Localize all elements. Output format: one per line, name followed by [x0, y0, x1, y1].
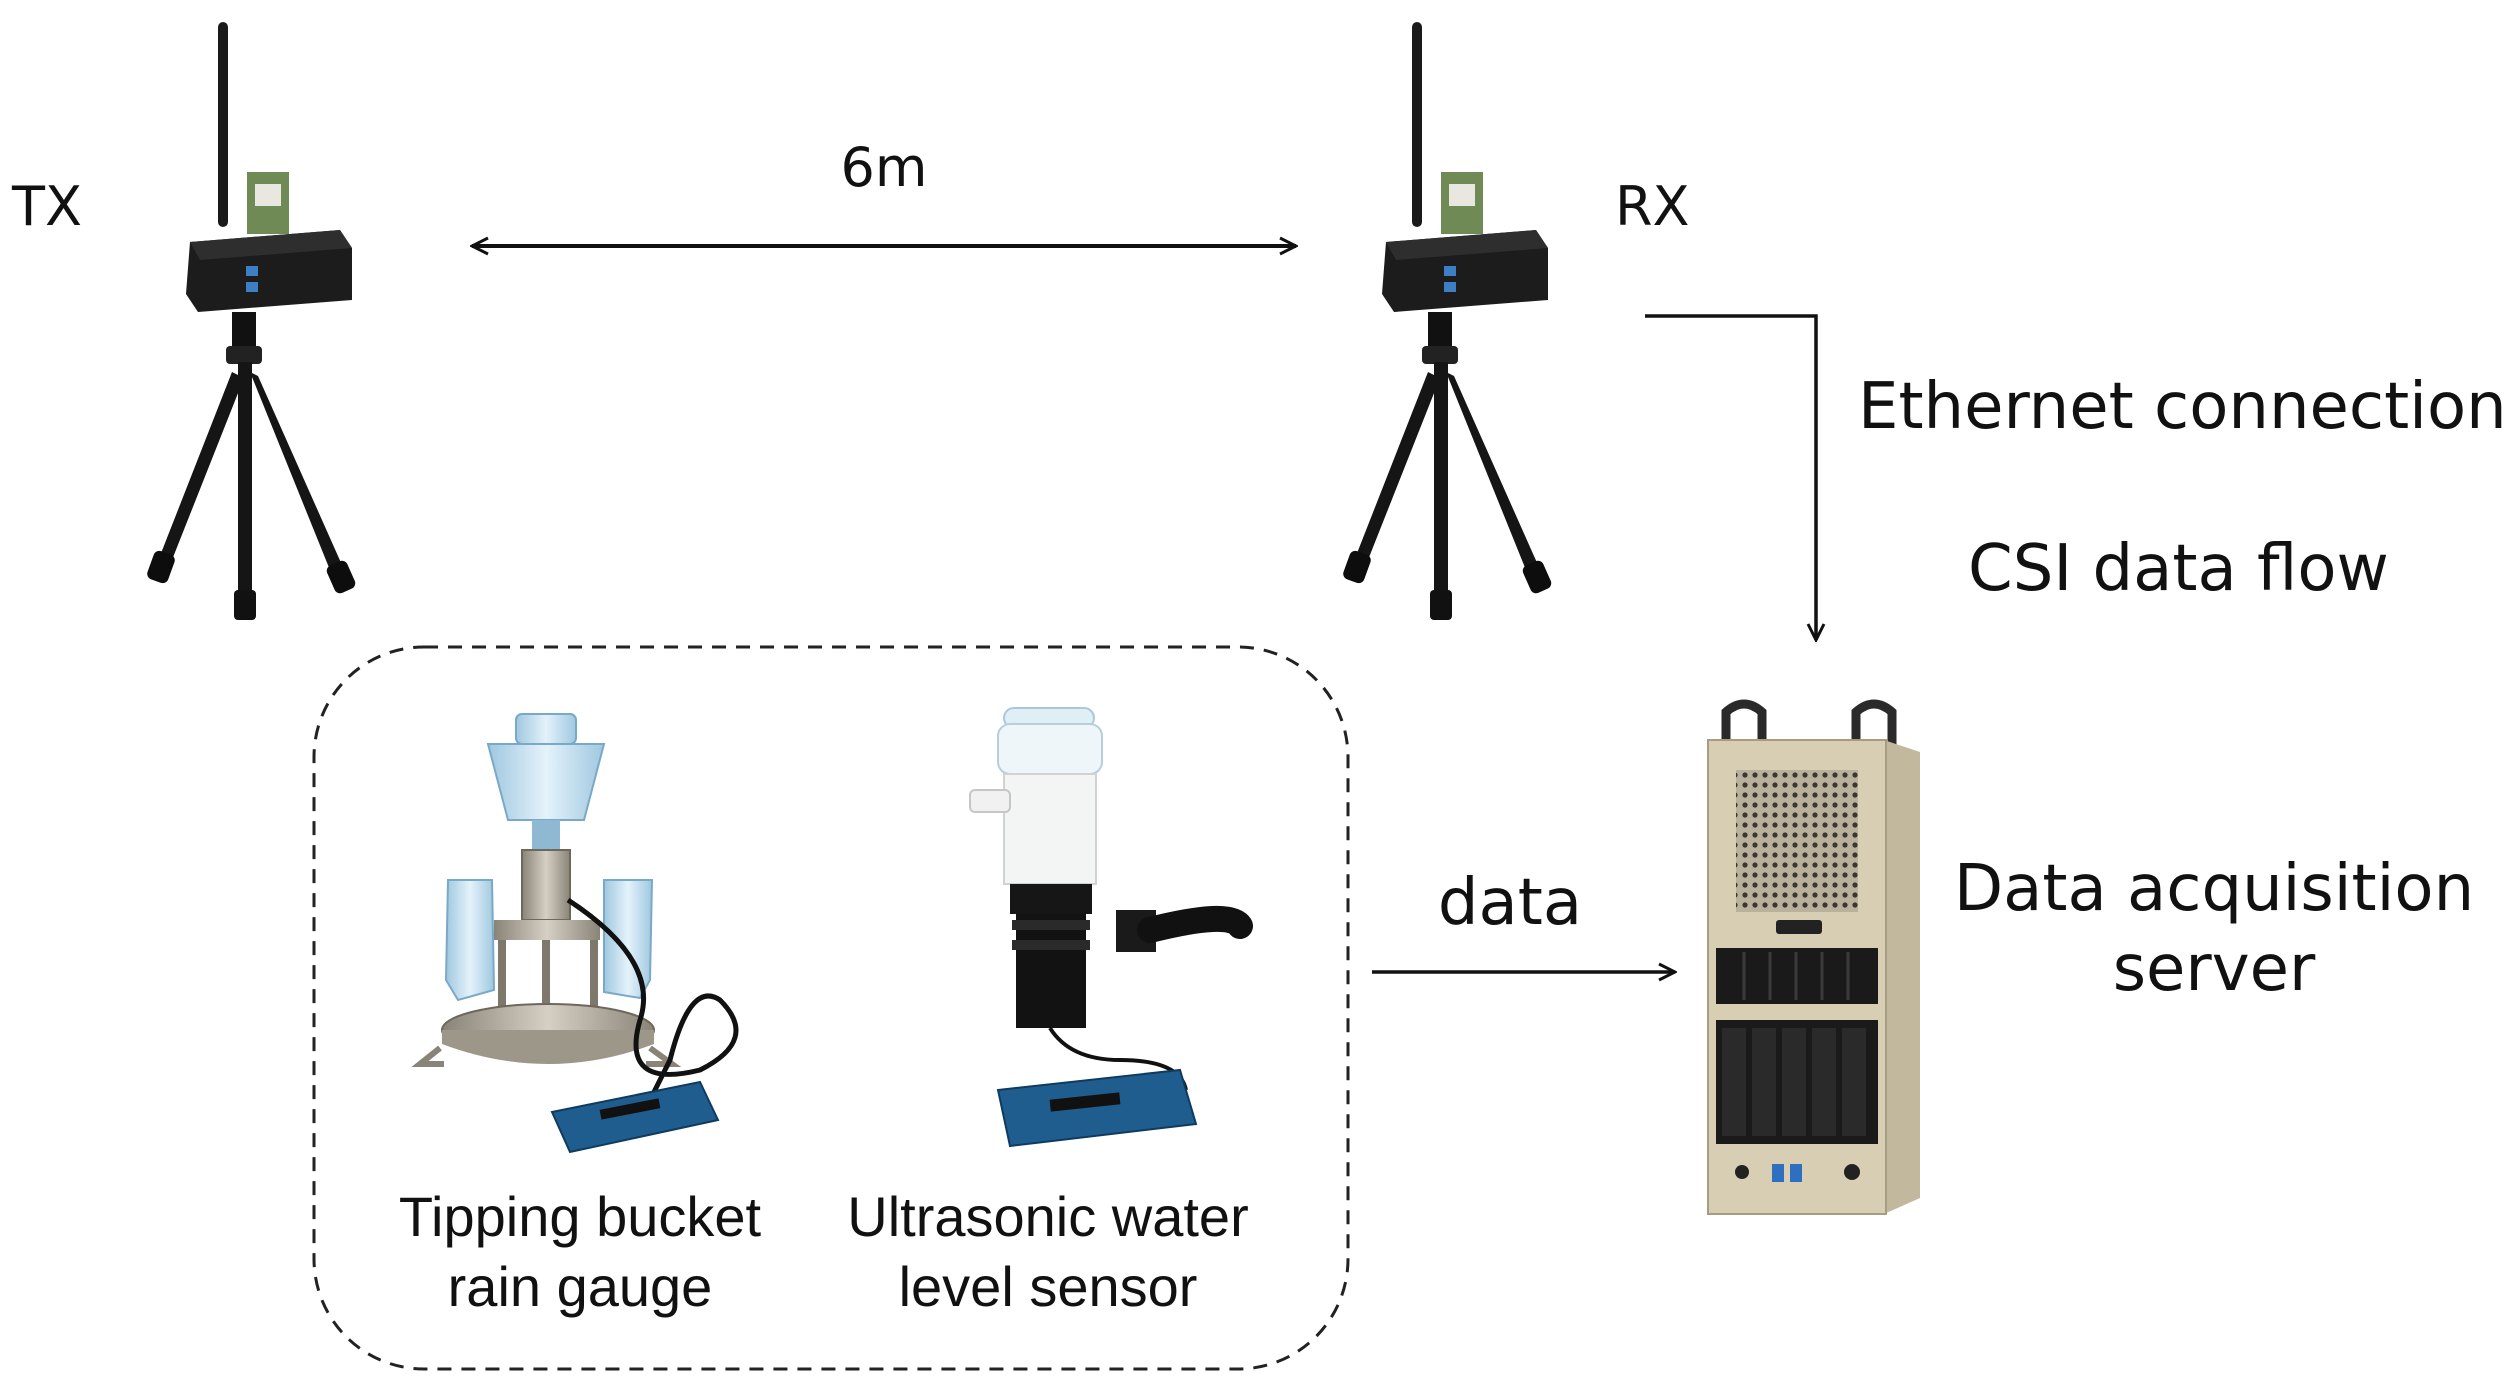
water-sensor-label-line2: level sensor [899, 1255, 1198, 1318]
rain-gauge-label-line2: rain gauge [448, 1255, 713, 1318]
distance-label: 6m [841, 136, 928, 199]
rx-label: RX [1615, 175, 1690, 238]
ethernet-arrow [1645, 314, 1816, 640]
csi-flow-label: CSI data flow [1968, 532, 2389, 606]
water-sensor-label-line1: Ultrasonic water [847, 1185, 1248, 1248]
tripod-leg-left [1352, 372, 1440, 570]
water-sensor-image [969, 707, 1253, 1148]
ethernet-label: Ethernet connection [1858, 370, 2507, 444]
arduino-board [996, 1068, 1198, 1148]
rx-device [1343, 22, 1552, 620]
tripod-leg-right [1446, 372, 1542, 580]
server-image [1707, 699, 1920, 1215]
sensor-group-box [312, 645, 1350, 1371]
antenna-icon [1412, 22, 1422, 227]
arduino-board [550, 1080, 720, 1154]
tripod-leg-left [156, 372, 244, 570]
server-label-line1: Data acquisition [1954, 852, 2474, 926]
tx-device [147, 22, 356, 620]
antenna-icon [218, 22, 228, 227]
data-label: data [1438, 866, 1582, 940]
tripod-leg-right [250, 372, 346, 580]
tx-label: TX [11, 175, 82, 238]
server-label-line2: server [2113, 932, 2316, 1006]
rain-gauge-label-line1: Tipping bucket [399, 1185, 762, 1248]
rain-gauge-image [411, 713, 739, 1154]
